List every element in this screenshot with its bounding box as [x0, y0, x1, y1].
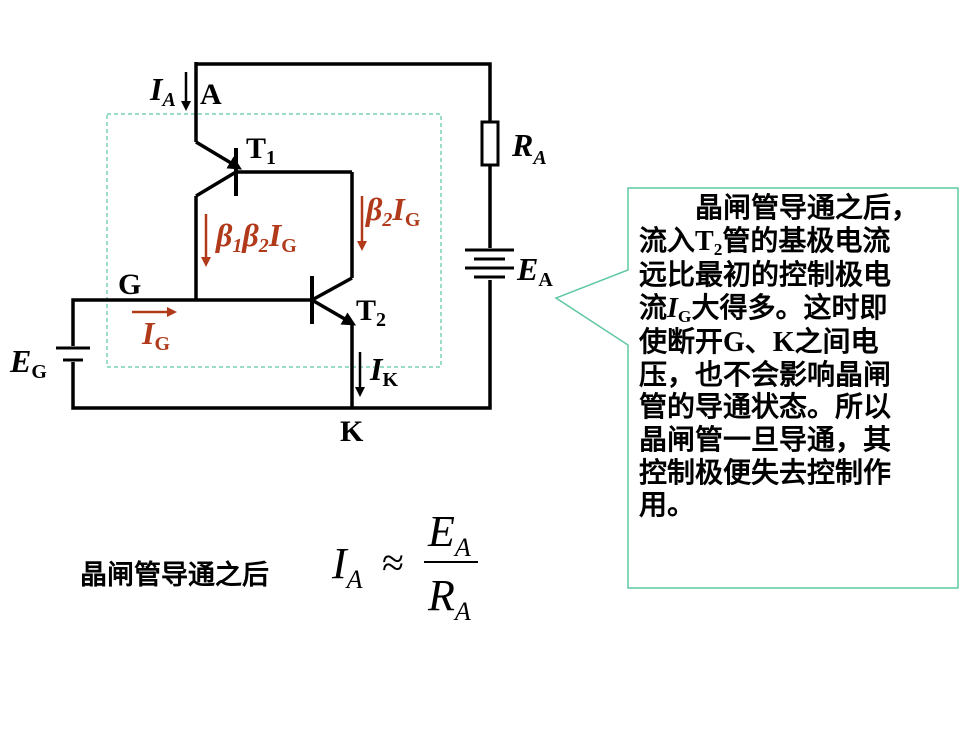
label-ig: IG — [141, 315, 170, 355]
svg-text:RA: RA — [427, 571, 471, 626]
label-b1b2ig: β1β2IG — [215, 217, 297, 257]
label-node-g: G — [118, 268, 141, 301]
formula: IA ≈ EA RA — [331, 507, 478, 626]
callout-text: 晶闸管导通之后， 流入T2管的基极电流 远比最初的控制极电 流IG大得多。这时即… — [639, 193, 920, 522]
resistor-ra — [480, 120, 500, 167]
transistor-t2 — [310, 276, 357, 408]
label-ia: IA — [149, 71, 176, 111]
label-b2ig: β2IG — [365, 191, 421, 231]
label-t1: T1 — [246, 132, 276, 169]
label-node-k: K — [340, 415, 364, 448]
battery-eg — [56, 346, 90, 362]
label-eg: EG — [9, 343, 47, 383]
gate-wire — [71, 298, 312, 346]
label-ra: RA — [511, 127, 547, 169]
anode-wire — [71, 62, 492, 410]
formula-caption: 晶闸管导通之后 — [80, 560, 269, 590]
svg-text:≈: ≈ — [382, 540, 404, 585]
label-t2: T2 — [356, 294, 386, 331]
label-node-a: A — [200, 78, 222, 111]
svg-text:IA: IA — [331, 539, 363, 594]
battery-ea — [465, 248, 514, 279]
transistor-t1 — [194, 140, 352, 300]
label-ik: IK — [369, 351, 398, 391]
callout-box — [554, 187, 959, 589]
svg-text:EA: EA — [427, 507, 471, 562]
label-ea: EA — [516, 251, 553, 291]
